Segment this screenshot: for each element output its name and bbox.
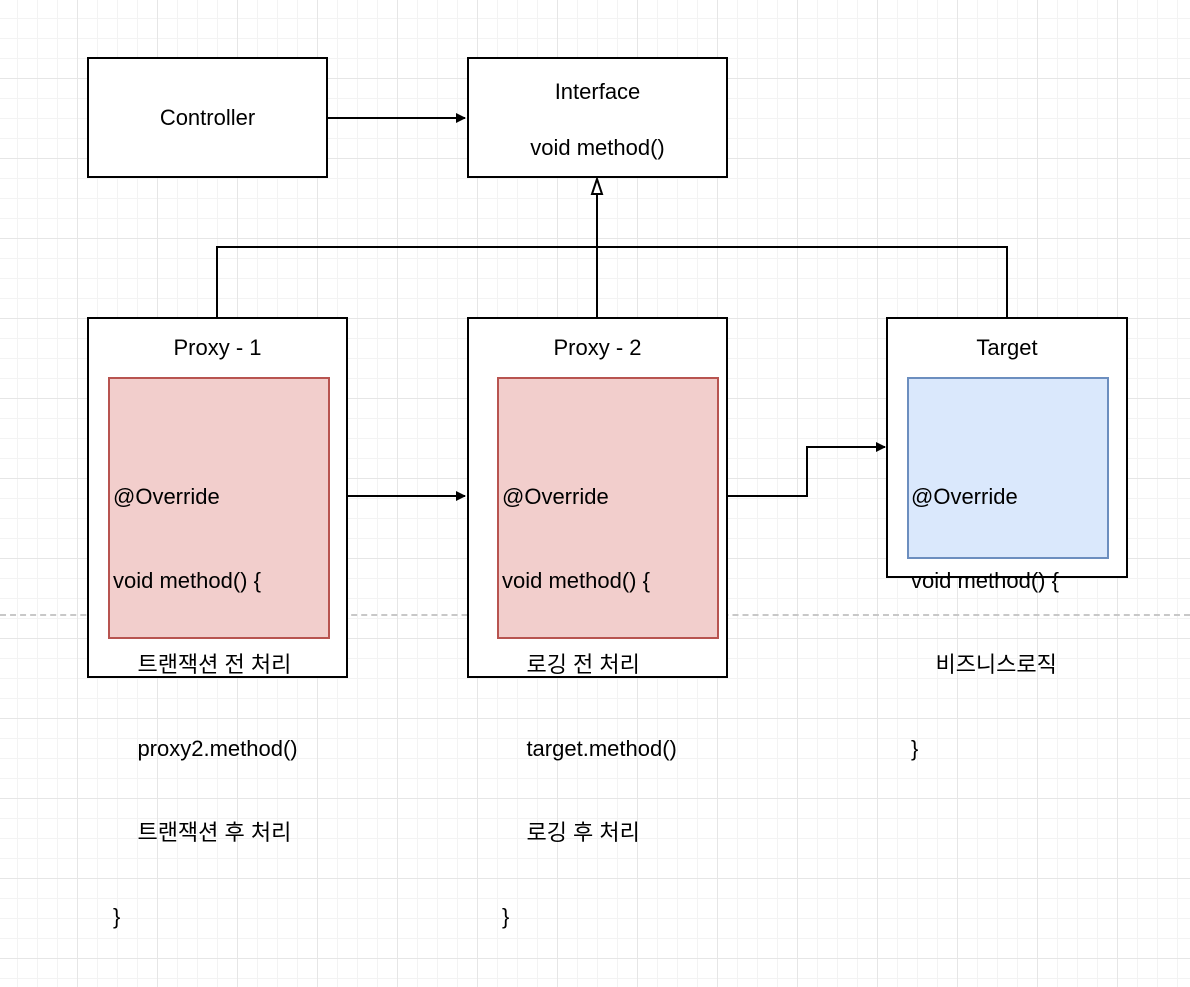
code-line: proxy2.method() <box>113 736 298 761</box>
proxy2-title: Proxy - 2 <box>553 335 642 360</box>
connector-layer <box>216 113 1008 501</box>
code-line: } <box>113 904 121 929</box>
code-line: } <box>502 904 510 929</box>
edge-proxy2-to-target[interactable] <box>728 442 886 497</box>
code-line: 트랜잭션 후 처리 <box>113 820 292 845</box>
code-line: 로깅 후 처리 <box>502 820 640 845</box>
target-code-block[interactable]: @Override void method() { 비즈니스로직 } <box>907 377 1109 761</box>
proxy2-code-block[interactable]: @Override void method() { 로깅 전 처리 target… <box>497 377 719 929</box>
code-line: @Override <box>911 484 1018 509</box>
code-line: void method() { <box>911 568 1059 593</box>
target-node[interactable]: Target @Override void method() { 비즈니스로직 … <box>886 317 1128 761</box>
code-line: 로깅 전 처리 <box>502 652 640 677</box>
target-title: Target <box>976 335 1038 360</box>
proxy1-node[interactable]: Proxy - 1 @Override void method() { 트랜잭션… <box>87 317 348 929</box>
code-line: target.method() <box>502 736 677 761</box>
code-line: void method() { <box>113 568 261 593</box>
proxy2-node[interactable]: Proxy - 2 @Override void method() { 로깅 전… <box>467 317 728 929</box>
implements-arrowhead-icon <box>590 175 604 195</box>
code-line: @Override <box>113 484 220 509</box>
edge-proxy1-implements-interface[interactable] <box>216 246 1008 318</box>
proxy1-code-block[interactable]: @Override void method() { 트랜잭션 전 처리 prox… <box>108 377 330 929</box>
controller-label: Controller <box>159 104 256 130</box>
code-line: 비즈니스로직 <box>911 652 1057 677</box>
proxy1-title: Proxy - 1 <box>173 335 262 360</box>
code-line: } <box>911 736 919 761</box>
code-line: 트랜잭션 전 처리 <box>113 652 292 677</box>
code-line: void method() { <box>502 568 650 593</box>
interface-title: Interface <box>554 79 641 104</box>
code-line: @Override <box>502 484 609 509</box>
interface-method: void method() <box>530 135 665 160</box>
controller-node[interactable]: Controller <box>87 57 328 178</box>
interface-node[interactable]: Interface void method() <box>467 57 728 178</box>
